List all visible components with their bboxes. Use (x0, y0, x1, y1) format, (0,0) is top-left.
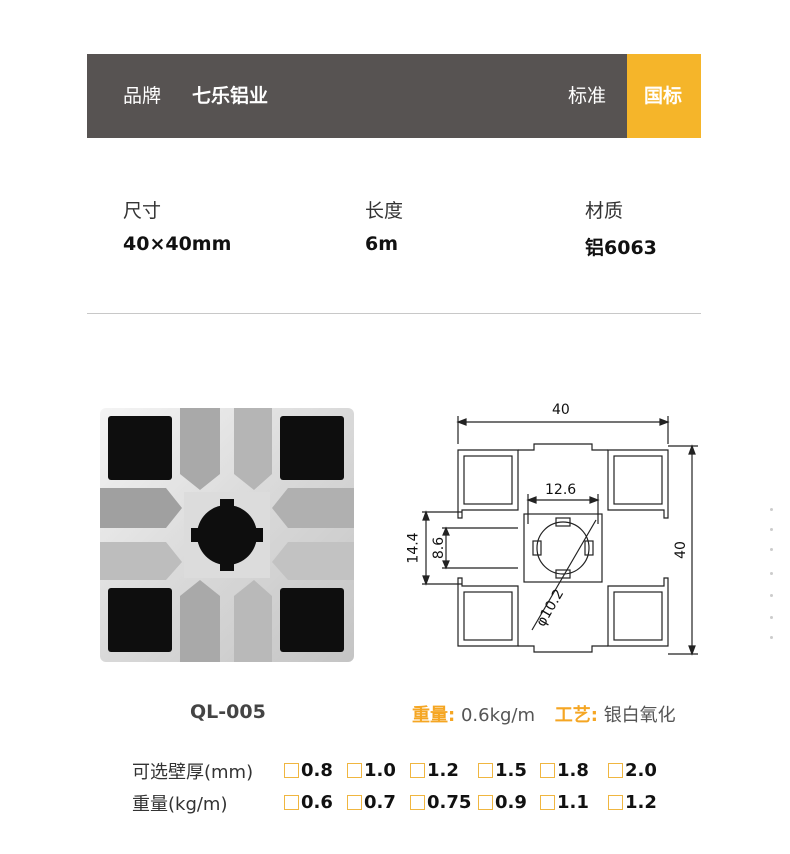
brand-label: 品牌 (123, 85, 162, 107)
dim-inner-text: 12.6 (545, 482, 577, 498)
checkbox[interactable] (410, 763, 425, 778)
header-bar (87, 54, 701, 138)
checkbox[interactable] (540, 763, 555, 778)
checkbox[interactable] (478, 795, 493, 810)
edge-dot (770, 636, 773, 639)
standard-value: 国标 (644, 85, 683, 107)
checkbox[interactable] (540, 795, 555, 810)
checkbox[interactable] (478, 763, 493, 778)
wall-option[interactable]: 1.0 (347, 760, 396, 781)
brand-value: 七乐铝业 (192, 85, 269, 107)
wall-option[interactable]: 0.8 (284, 760, 333, 781)
checkbox[interactable] (284, 763, 299, 778)
spec-size-value: 40×40mm (123, 233, 232, 255)
spec-size-label: 尺寸 (123, 200, 162, 222)
weight-options-label: 重量(kg/m) (132, 794, 228, 815)
spec-material-value: 铝6063 (585, 237, 657, 259)
checkbox[interactable] (608, 795, 623, 810)
edge-dot (770, 528, 773, 531)
spec-length-label: 长度 (365, 200, 404, 222)
model-number: QL-005 (190, 701, 266, 723)
profile-drawing (422, 416, 698, 656)
checkbox[interactable] (608, 763, 623, 778)
weight-option[interactable]: 0.7 (347, 792, 396, 813)
weight-label: 重量: (412, 705, 456, 726)
weight-option[interactable]: 1.1 (540, 792, 589, 813)
standard-label: 标准 (568, 85, 607, 107)
edge-dot (770, 572, 773, 575)
edge-dot (770, 548, 773, 551)
wall-thickness-label: 可选壁厚(mm) (132, 762, 254, 783)
dim-slot-inner-text: 8.6 (431, 536, 448, 560)
weight-option[interactable]: 0.6 (284, 792, 333, 813)
wall-option[interactable]: 1.5 (478, 760, 527, 781)
weight-option[interactable]: 0.75 (410, 792, 471, 813)
edge-dot (770, 508, 773, 511)
spec-length-value: 6m (365, 233, 399, 255)
weight-value: 0.6kg/m (460, 705, 536, 726)
profile-photo (100, 408, 354, 662)
checkbox[interactable] (347, 795, 362, 810)
product-properties: 重量: 0.6kg/m 工艺: 银白氧化 (412, 701, 676, 727)
edge-dot (770, 616, 773, 619)
section-divider (87, 313, 701, 314)
checkbox[interactable] (347, 763, 362, 778)
dim-width-text: 40 (552, 402, 570, 418)
wall-option[interactable]: 2.0 (608, 760, 657, 781)
weight-option[interactable]: 1.2 (608, 792, 657, 813)
checkbox[interactable] (284, 795, 299, 810)
process-value: 银白氧化 (603, 705, 676, 726)
dim-height-text: 40 (672, 541, 689, 559)
weight-option[interactable]: 0.9 (478, 792, 527, 813)
wall-option[interactable]: 1.2 (410, 760, 459, 781)
wall-option[interactable]: 1.8 (540, 760, 589, 781)
edge-dot (770, 594, 773, 597)
standard-badge (627, 54, 701, 138)
checkbox[interactable] (410, 795, 425, 810)
process-label: 工艺: (554, 705, 598, 726)
spec-material-label: 材质 (585, 200, 624, 222)
dim-slot-text: 14.4 (405, 532, 422, 564)
